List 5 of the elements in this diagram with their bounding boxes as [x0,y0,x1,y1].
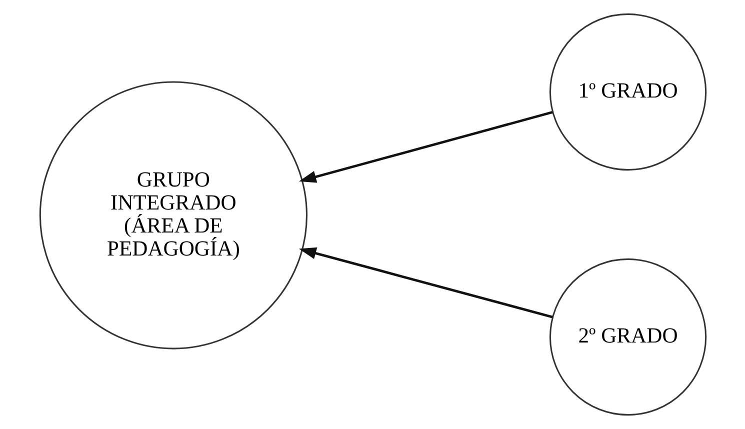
arrow [298,247,552,318]
node-circle: GRUPO INTEGRADO (ÁREA DE PEDAGOGÍA) [38,81,307,350]
arrow [298,111,552,183]
node-circle: 1º GRADO [548,13,706,171]
node-circle: 2º GRADO [548,258,706,416]
